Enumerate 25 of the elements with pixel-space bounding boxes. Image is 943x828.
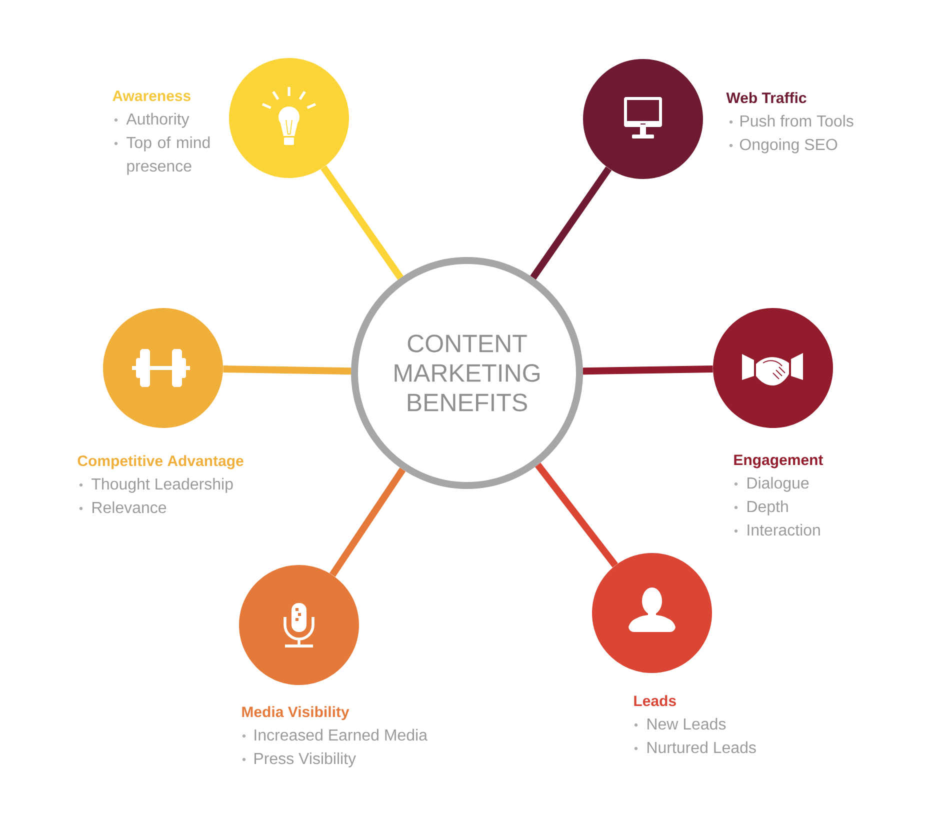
bullet-text: Ongoing SEO	[740, 138, 838, 154]
bullet-text: Interaction	[748, 524, 820, 536]
bullet-text: Press Visibility	[254, 752, 356, 768]
bullet-text: Nurtured Leads	[648, 741, 756, 754]
bullet-text: New Leads	[648, 718, 726, 730]
heading-text: Engagement	[734, 454, 824, 468]
heading-text: Leads	[634, 695, 676, 706]
heading-text: Media Visibility	[242, 706, 350, 720]
bullet-text: Depth	[748, 500, 788, 516]
bullet-text: Thought Leadership	[92, 478, 233, 493]
heading-text: Awareness	[112, 90, 190, 102]
connector-line	[582, 366, 713, 375]
connector-line	[329, 468, 406, 577]
connector-line	[535, 462, 618, 568]
bullet-text: Relevance	[92, 501, 166, 514]
heading-text: Competitive Advantage	[78, 455, 244, 470]
bullet-text: Authority	[126, 112, 190, 128]
bullet-text: Increased Earned Media	[254, 728, 428, 741]
connector-line	[320, 165, 404, 280]
bullet-text: Top of mind presence	[126, 136, 210, 175]
heading-text: Web Traffic	[726, 92, 806, 104]
connector-line	[223, 366, 352, 375]
bullet-text: Dialogue	[748, 476, 809, 492]
bullet-text: Push from Tools	[740, 114, 854, 127]
connector-line	[530, 166, 612, 280]
